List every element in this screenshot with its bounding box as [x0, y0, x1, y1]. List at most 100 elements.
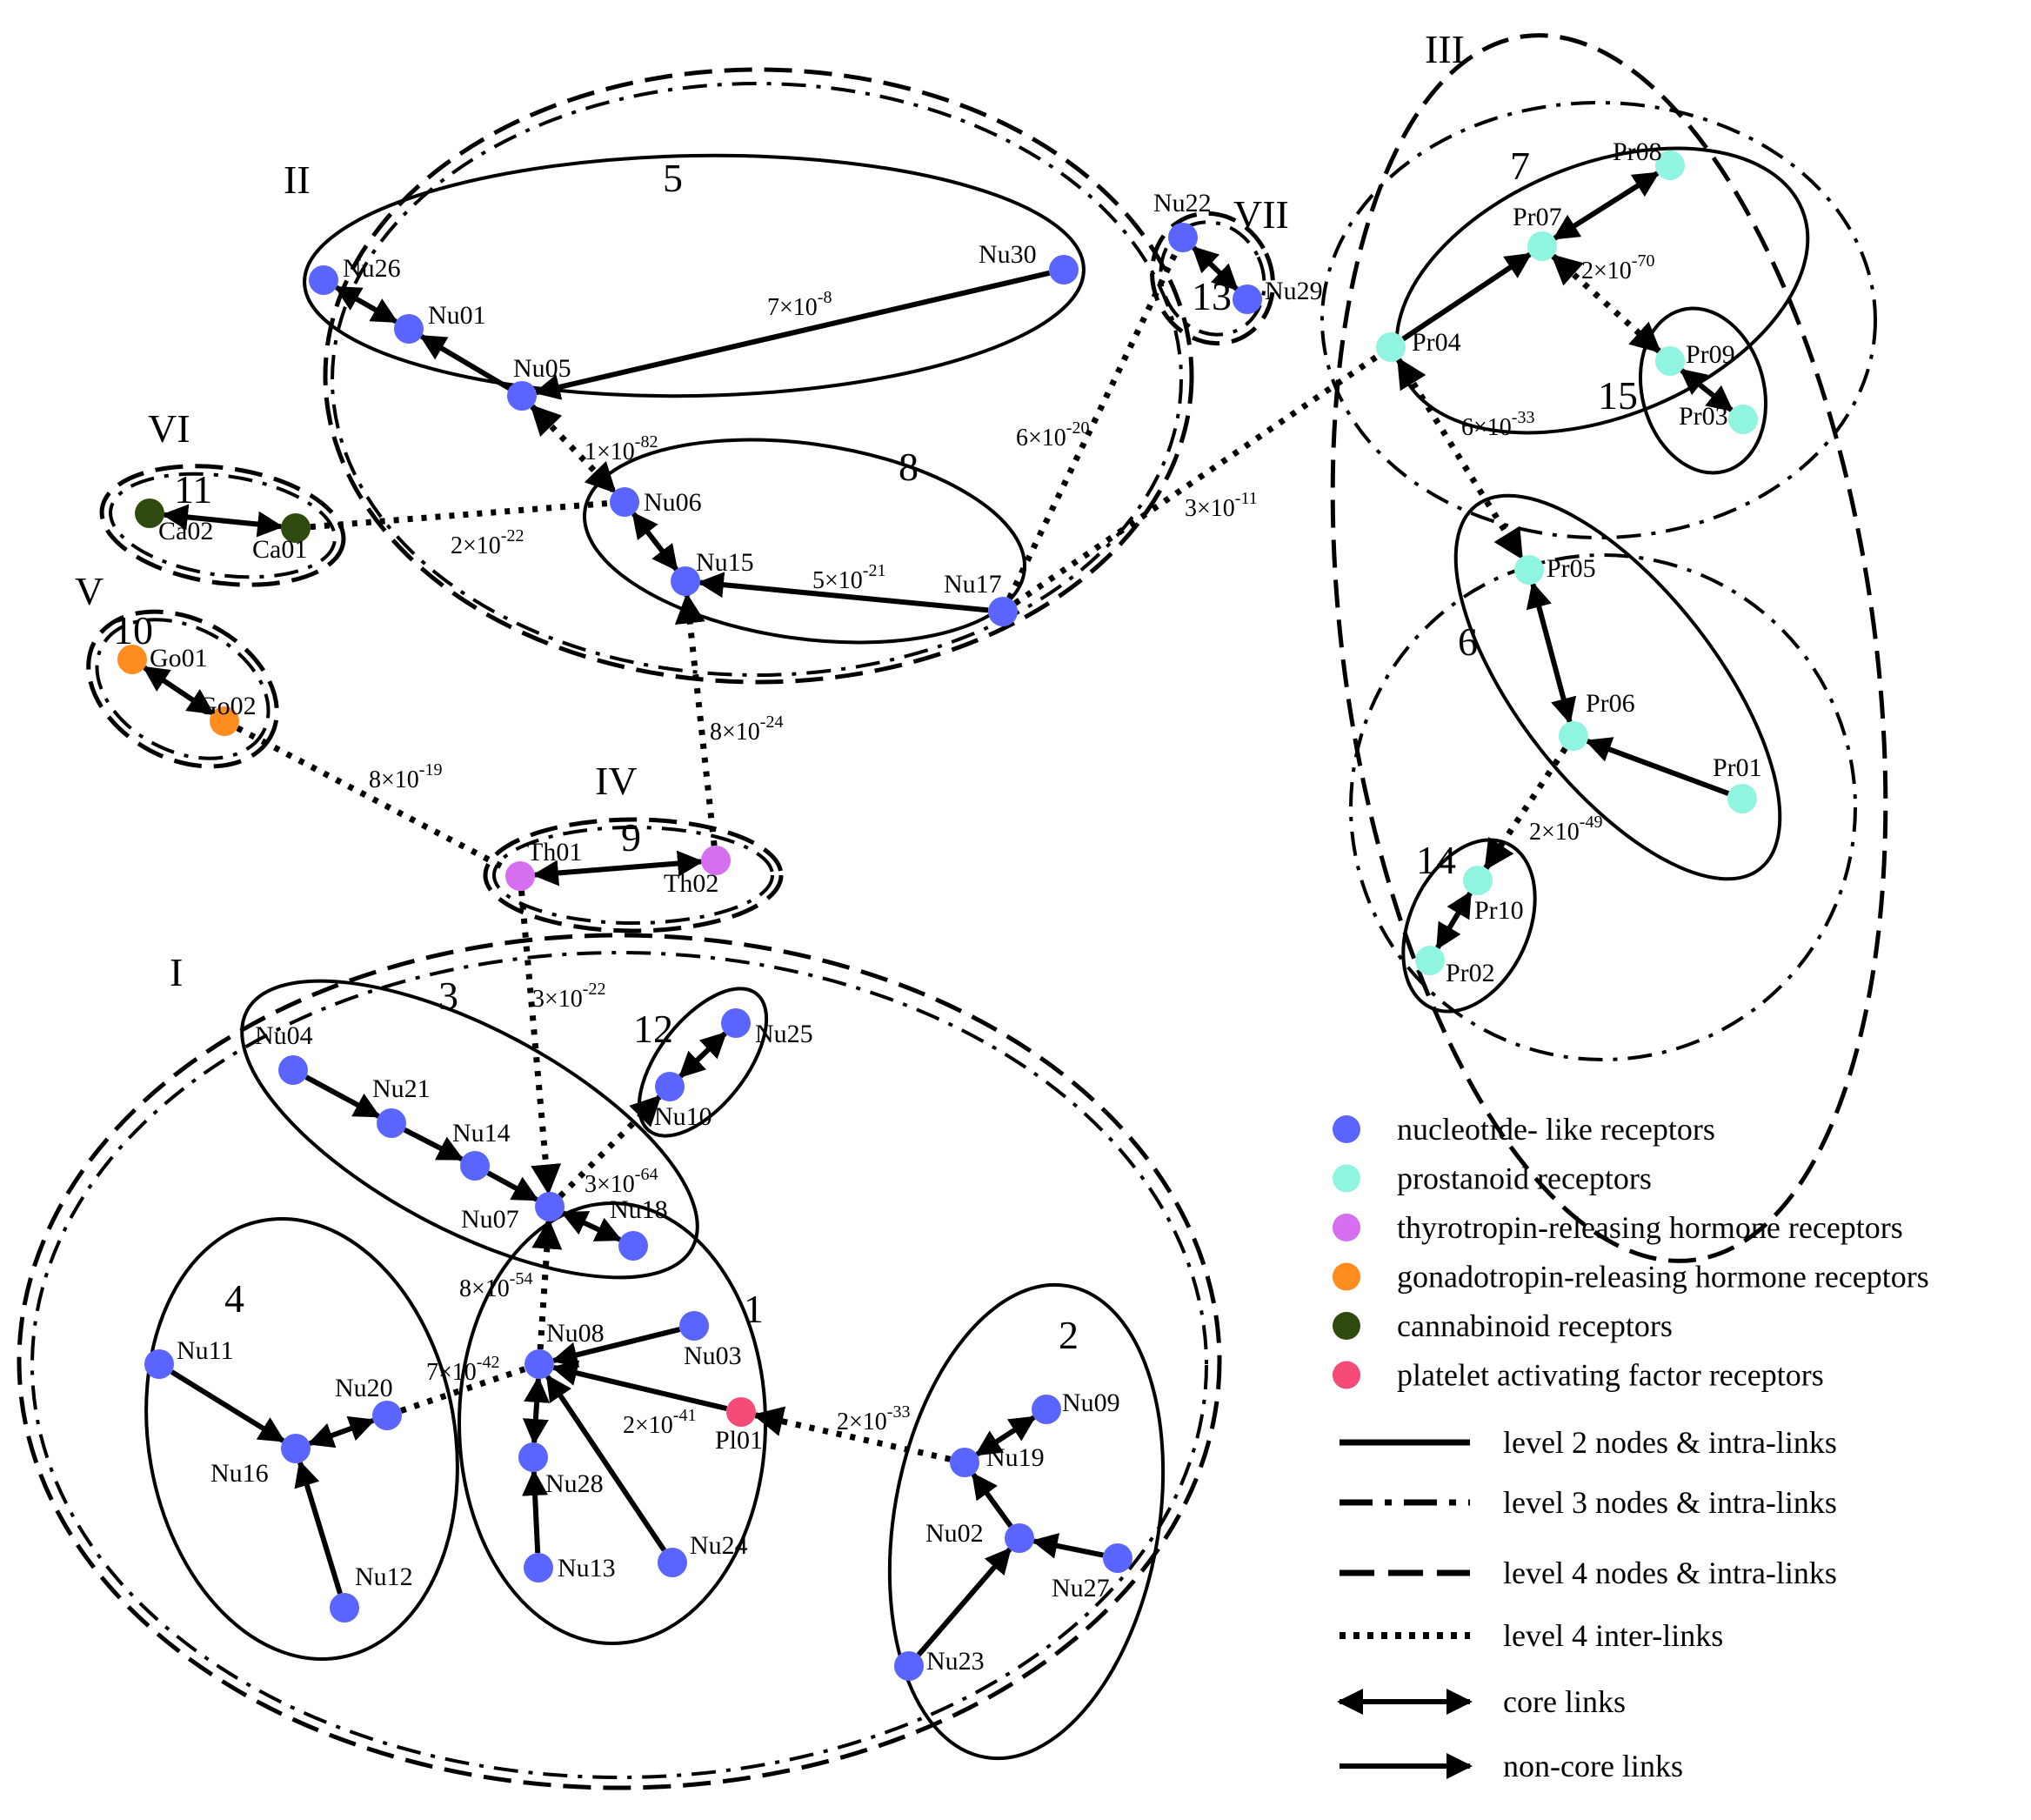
- node-nu07[interactable]: [535, 1192, 565, 1221]
- node-nu02[interactable]: [1005, 1523, 1034, 1553]
- node-nu26[interactable]: [309, 265, 338, 295]
- node-label-ca02: Ca02: [158, 517, 213, 545]
- legend-line-label-5: core links: [1503, 1684, 1626, 1719]
- link-nu19-pl01: [752, 1406, 952, 1462]
- node-th02[interactable]: [701, 846, 731, 875]
- legend-label-5: cannabinoid receptors: [1397, 1308, 1673, 1343]
- node-go02[interactable]: [210, 706, 239, 736]
- node-label-nu12: Nu12: [355, 1562, 413, 1591]
- group-vi-level3-boundary: [109, 472, 337, 579]
- node-nu19[interactable]: [950, 1448, 979, 1477]
- link-pvalue-exponent: -82: [635, 432, 658, 452]
- node-nu30[interactable]: [1049, 255, 1079, 284]
- node-nu18[interactable]: [618, 1231, 648, 1261]
- node-nu03[interactable]: [679, 1311, 709, 1341]
- node-nu04[interactable]: [278, 1055, 308, 1085]
- node-ca02[interactable]: [135, 498, 164, 528]
- link-pvalue-4: 5×10-21: [812, 561, 885, 594]
- link-pvalue-2: 1×10-82: [585, 432, 658, 465]
- node-nu01[interactable]: [394, 314, 424, 344]
- node-pr09[interactable]: [1655, 346, 1685, 376]
- group-iii-cluster7-level3-boundary: [1320, 101, 1877, 539]
- link-pvalue-exponent: -11: [1235, 489, 1258, 508]
- node-nu27[interactable]: [1103, 1543, 1132, 1573]
- node-nu23[interactable]: [894, 1651, 924, 1681]
- node-label-pr09: Pr09: [1686, 340, 1735, 369]
- legend-line-label-1: level 2 nodes & intra-links: [1503, 1425, 1837, 1460]
- group-label-ii: II: [284, 157, 311, 202]
- node-pr02[interactable]: [1415, 946, 1445, 975]
- node-nu25[interactable]: [721, 1008, 751, 1038]
- node-label-pr07: Pr07: [1513, 203, 1562, 231]
- node-nu09[interactable]: [1032, 1395, 1061, 1424]
- link-th01-th02: [531, 850, 705, 887]
- node-pr10[interactable]: [1463, 866, 1493, 895]
- node-pr05[interactable]: [1514, 555, 1544, 585]
- node-label-nu09: Nu09: [1062, 1388, 1120, 1417]
- node-nu28[interactable]: [518, 1442, 548, 1472]
- legend-label-2: prostanoid receptors: [1397, 1161, 1652, 1196]
- node-nu12[interactable]: [330, 1593, 359, 1623]
- node-nu14[interactable]: [460, 1151, 490, 1181]
- node-nu10[interactable]: [655, 1072, 685, 1101]
- cluster-label-5: 5: [663, 156, 683, 200]
- link-pvalue-15: 7×10-42: [426, 1353, 499, 1386]
- node-nu05[interactable]: [507, 381, 537, 411]
- link-nu02-nu19: [971, 1472, 1013, 1528]
- node-th01[interactable]: [505, 861, 535, 891]
- link-pvalue-8: 8×10-19: [369, 760, 442, 793]
- link-nu30-nu05: [533, 270, 1051, 400]
- node-label-nu01: Nu01: [428, 301, 486, 330]
- node-pr08[interactable]: [1655, 151, 1685, 180]
- link-pvalue-14: 8×10-54: [459, 1269, 532, 1302]
- node-pr03[interactable]: [1728, 405, 1758, 434]
- node-pl01[interactable]: [726, 1397, 756, 1427]
- node-label-nu27: Nu27: [1052, 1574, 1110, 1603]
- link-pvalue-base: 8×10: [710, 719, 760, 746]
- link-th02-nu15: [674, 592, 718, 846]
- node-nu11[interactable]: [144, 1349, 174, 1379]
- node-label-nu08: Nu08: [546, 1319, 605, 1348]
- links: [142, 171, 1734, 1657]
- node-nu29[interactable]: [1233, 284, 1262, 314]
- node-pr04[interactable]: [1376, 332, 1406, 362]
- link-th01-nu07: [518, 890, 562, 1195]
- node-nu17[interactable]: [988, 597, 1018, 626]
- link-pvalue-exponent: -22: [501, 526, 524, 545]
- node-pr01[interactable]: [1727, 784, 1757, 813]
- node-nu06[interactable]: [610, 487, 639, 517]
- node-label-go01: Go01: [150, 644, 208, 672]
- link-pvalue-17: 2×10-33: [837, 1402, 910, 1435]
- link-pr09-pr03: [1679, 368, 1734, 412]
- link-pvalue-exponent: -49: [1580, 813, 1603, 832]
- node-label-pl01: Pl01: [715, 1426, 763, 1455]
- node-nu08[interactable]: [524, 1349, 554, 1379]
- node-nu16[interactable]: [281, 1434, 311, 1463]
- group-label-iii: III: [1425, 27, 1465, 71]
- node-label-pr06: Pr06: [1586, 689, 1635, 718]
- node-nu24[interactable]: [658, 1548, 687, 1577]
- link-nu23-nu02: [916, 1547, 1012, 1657]
- cluster-label-6: 6: [1458, 619, 1478, 664]
- node-nu22[interactable]: [1168, 223, 1198, 252]
- node-nu20[interactable]: [372, 1401, 402, 1430]
- nodes: [117, 151, 1758, 1681]
- legend-swatch-2: [1333, 1164, 1360, 1193]
- node-label-nu17: Nu17: [944, 570, 1002, 599]
- node-nu13[interactable]: [524, 1553, 553, 1582]
- node-nu15[interactable]: [671, 566, 700, 596]
- node-label-nu15: Nu15: [696, 548, 754, 577]
- node-nu21[interactable]: [377, 1108, 406, 1138]
- node-go01[interactable]: [117, 645, 147, 674]
- node-pr06[interactable]: [1559, 721, 1588, 751]
- group-label-v: V: [75, 569, 104, 613]
- node-pr07[interactable]: [1527, 231, 1557, 261]
- link-ca02-ca01: [161, 504, 284, 538]
- link-pvalue-exponent: -33: [887, 1402, 911, 1422]
- link-nu07-nu10: [558, 1094, 662, 1199]
- node-label-nu05: Nu05: [513, 354, 571, 383]
- node-ca01[interactable]: [281, 513, 311, 543]
